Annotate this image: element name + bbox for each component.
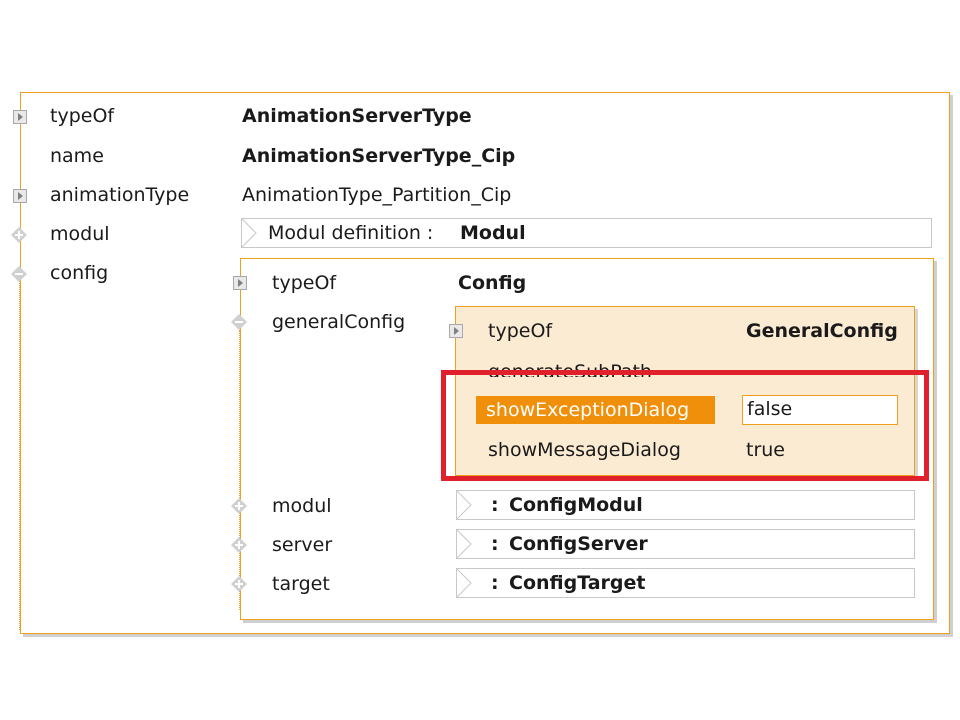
show-message-dialog-value[interactable]: true (746, 439, 785, 461)
config-label: config (50, 262, 109, 284)
ref-type: ConfigServer (509, 533, 648, 555)
modul-ref-prefix: Modul definition : (268, 222, 434, 244)
ref-type: ConfigTarget (509, 572, 646, 594)
show-exception-dialog-input[interactable]: false (742, 395, 898, 425)
ref-type: ConfigModul (509, 494, 643, 516)
general-config-label: generalConfig (272, 311, 406, 333)
show-message-dialog-label: showMessageDialog (488, 439, 681, 461)
config-modul-label: modul (272, 495, 332, 517)
ref-prefix: : (491, 494, 499, 516)
config-server-reference-box[interactable]: : ConfigServer (456, 529, 915, 559)
typeof-value[interactable]: AnimationServerType (242, 105, 472, 127)
general-config-panel (455, 306, 915, 476)
modul-reference-box[interactable]: Modul definition : Modul (241, 218, 932, 248)
ref-prefix: : (491, 572, 499, 594)
add-icon[interactable] (231, 537, 247, 553)
name-value[interactable]: AnimationServerType_Cip (242, 145, 516, 167)
config-server-label: server (272, 534, 333, 556)
expand-icon[interactable] (13, 110, 27, 124)
config-target-reference-box[interactable]: : ConfigTarget (456, 568, 915, 598)
typeof-label: typeOf (50, 105, 115, 127)
general-typeof-label: typeOf (488, 320, 553, 342)
name-label: name (50, 145, 104, 167)
modul-ref-type: Modul (460, 222, 526, 244)
config-tree-line (239, 330, 240, 610)
config-target-label: target (272, 573, 330, 595)
general-typeof-value[interactable]: GeneralConfig (746, 320, 898, 342)
collapse-icon[interactable] (11, 266, 27, 282)
animation-type-label: animationType (50, 184, 190, 206)
collapse-icon[interactable] (231, 314, 247, 330)
config-typeof-label: typeOf (272, 272, 337, 294)
show-exception-dialog-label[interactable]: showExceptionDialog (476, 396, 715, 424)
ref-prefix: : (491, 533, 499, 555)
add-icon[interactable] (231, 576, 247, 592)
expand-icon[interactable] (13, 189, 27, 203)
modul-label: modul (50, 223, 110, 245)
config-typeof-value[interactable]: Config (458, 272, 527, 294)
add-icon[interactable] (11, 227, 27, 243)
add-icon[interactable] (231, 498, 247, 514)
config-modul-reference-box[interactable]: : ConfigModul (456, 490, 915, 520)
expand-icon[interactable] (233, 276, 247, 290)
outer-tree-line (19, 280, 20, 630)
annotation-highlight-box (441, 370, 929, 481)
animation-type-value[interactable]: AnimationType_Partition_Cip (242, 184, 512, 206)
expand-icon[interactable] (449, 324, 463, 338)
